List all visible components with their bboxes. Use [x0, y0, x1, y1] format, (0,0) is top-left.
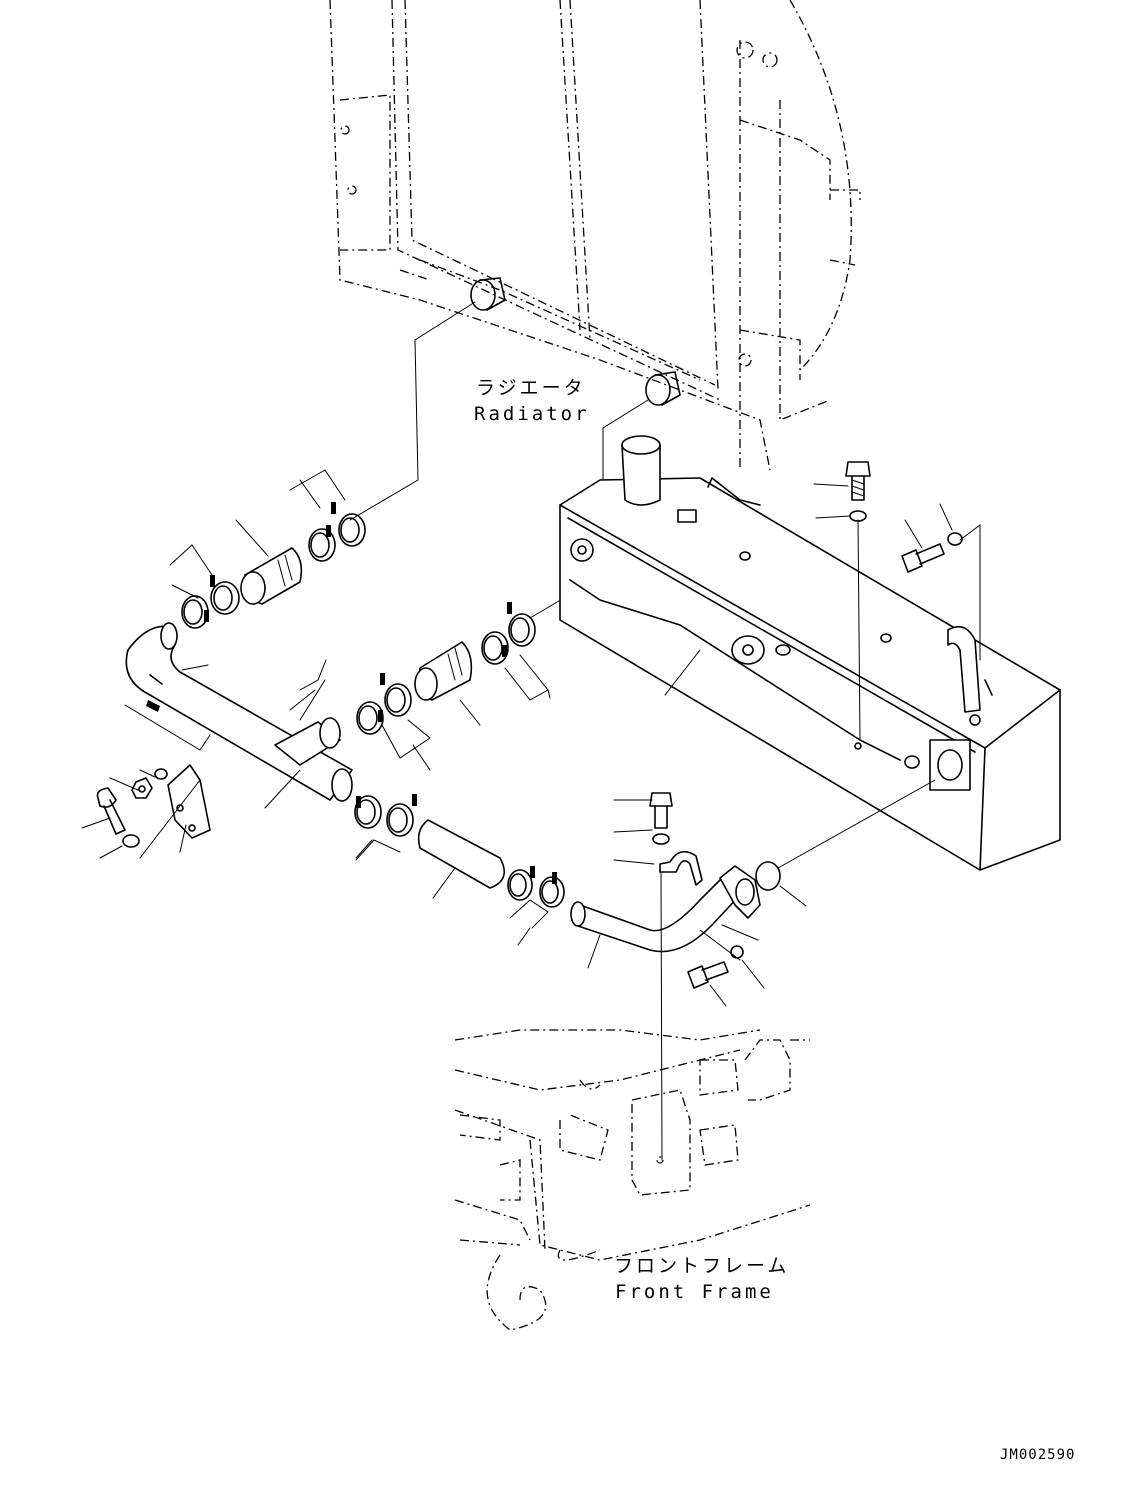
radiator-label-en: Radiator	[474, 403, 590, 425]
hose-long	[417, 819, 506, 889]
bolt-left	[96, 787, 126, 835]
washer	[122, 834, 140, 848]
front-frame-outline	[454, 1029, 811, 1331]
bracket	[167, 764, 211, 839]
clamp	[354, 795, 382, 829]
clamp	[308, 525, 336, 562]
hose	[240, 547, 303, 605]
clamp	[507, 866, 535, 901]
clamp	[331, 502, 366, 547]
washer	[947, 532, 963, 546]
bolt-upper	[845, 461, 871, 501]
bolt-clip	[649, 792, 673, 829]
pipe-main	[125, 622, 353, 802]
nut-left	[131, 777, 153, 799]
clamp	[356, 701, 384, 735]
clamp	[210, 575, 240, 615]
bolt-tank-side	[901, 543, 945, 573]
clamp	[386, 794, 417, 837]
front-frame-label-jp: フロントフレーム	[614, 1255, 790, 1277]
callout-leaders	[81, 469, 953, 1007]
pipe-clip	[659, 850, 703, 886]
drawing-code: JM002590	[1000, 1447, 1076, 1463]
hose	[414, 641, 473, 701]
clamp	[380, 673, 412, 717]
clamp	[481, 631, 509, 665]
clamp	[181, 595, 209, 629]
radiator-label-jp: ラジエータ	[476, 377, 586, 399]
pipe-elbow	[570, 865, 761, 953]
radiator-outline	[329, 0, 861, 471]
gasket	[755, 861, 781, 891]
washer	[730, 945, 744, 959]
radiator-outlet-upper	[470, 277, 506, 311]
clamp	[539, 872, 565, 908]
reservoir-tank	[559, 435, 1061, 871]
clamp	[507, 602, 536, 647]
bolt-flange	[687, 961, 729, 989]
washer	[652, 833, 670, 845]
radiator-outlet-lower	[645, 371, 681, 406]
front-frame-label-en: Front Frame	[615, 1281, 774, 1303]
washer	[154, 768, 168, 780]
